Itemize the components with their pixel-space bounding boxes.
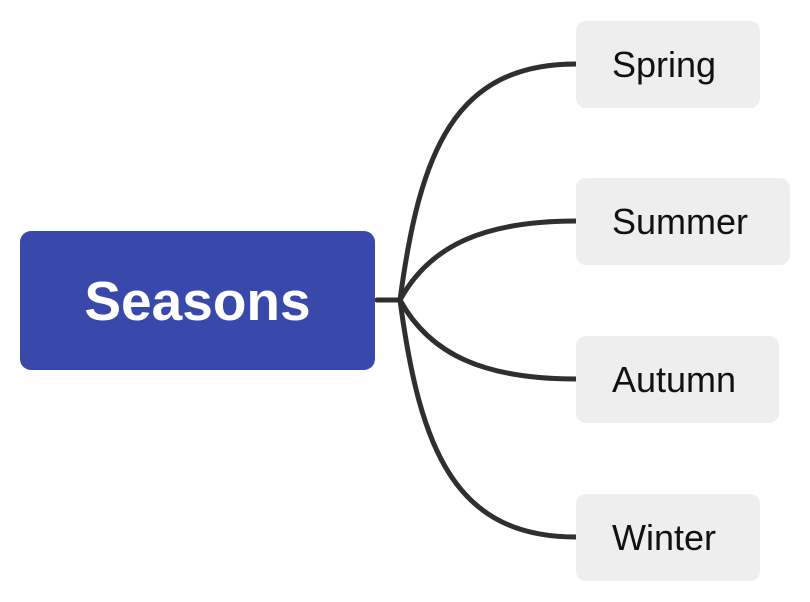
root-node-seasons[interactable]: Seasons xyxy=(20,231,375,370)
root-node-label: Seasons xyxy=(84,269,311,332)
connector-spring xyxy=(397,61,579,303)
child-node-label-spring: Spring xyxy=(612,43,717,85)
child-node-label-winter: Winter xyxy=(612,516,717,558)
child-node-spring[interactable]: Spring xyxy=(576,21,760,108)
connector-summer xyxy=(397,218,579,303)
child-node-autumn[interactable]: Autumn xyxy=(576,336,779,423)
connector-winter xyxy=(397,297,579,540)
child-node-label-autumn: Autumn xyxy=(612,358,737,400)
child-node-winter[interactable]: Winter xyxy=(576,494,760,581)
child-node-summer[interactable]: Summer xyxy=(576,178,790,265)
connector-autumn xyxy=(397,297,579,382)
child-node-label-summer: Summer xyxy=(612,200,749,242)
